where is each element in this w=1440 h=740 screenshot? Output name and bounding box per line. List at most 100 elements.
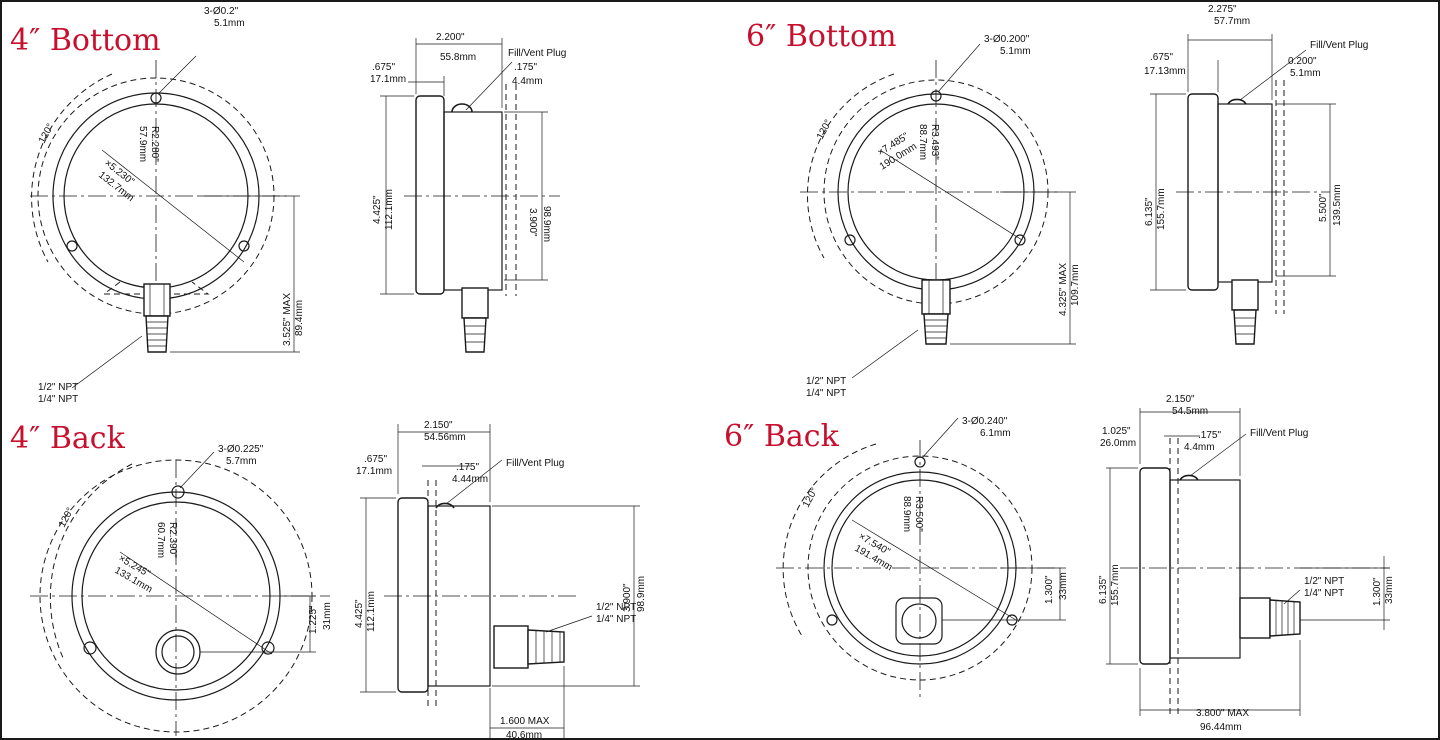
- title-4in-back: 4″ Back: [10, 421, 126, 456]
- angle-arc: [782, 443, 877, 637]
- plug-leader: [465, 61, 513, 111]
- mount-hole-left: [66, 240, 78, 252]
- 6in-back-side-view: 2.150" 54.5mm 1.025" 26.0mm Fill/Vent Pl…: [1098, 394, 1395, 733]
- fill-plug-label: Fill/Vent Plug: [1250, 428, 1308, 439]
- depth-mm: 54.56mm: [424, 432, 466, 443]
- depth: 2.200": [436, 32, 465, 43]
- back-socket-thread: [1269, 599, 1301, 637]
- plug-size: .175": [514, 62, 537, 73]
- bezel: .675": [1150, 52, 1173, 63]
- npt-leader: [71, 335, 143, 389]
- radius: R2.390": [167, 522, 178, 558]
- case-height: 5.500": [1318, 193, 1329, 222]
- mount-hole-top: [171, 485, 185, 499]
- max-depth-mm: 40.6mm: [506, 730, 542, 740]
- offset: 1.300": [1372, 577, 1383, 606]
- angle-arc: [806, 73, 895, 259]
- plug-size-mm: 4.4mm: [1184, 442, 1215, 453]
- holes-leader: [157, 55, 197, 95]
- bezel-mm: 17.1mm: [356, 466, 392, 477]
- fill-plug-label: Fill/Vent Plug: [1310, 40, 1368, 51]
- fill-plug-label: Fill/Vent Plug: [508, 48, 566, 59]
- height: 4.325" MAX: [1058, 263, 1069, 316]
- plug-size: .175": [1198, 430, 1221, 441]
- plug-size-mm: 4.44mm: [452, 474, 488, 485]
- 6in-bottom-front-view: 3-Ø0.200" 5.1mm R3.493" 88.7mm ×7.485" 1…: [800, 34, 1081, 399]
- max-depth-mm: 96.44mm: [1200, 722, 1242, 733]
- socket-hex: [143, 283, 171, 317]
- plug-size: 0.200": [1288, 56, 1317, 67]
- case-height: 3.900": [622, 583, 633, 612]
- mount-hole-right: [261, 641, 275, 655]
- bezel-mm: 17.13mm: [1144, 66, 1186, 77]
- overall-mm: 155.7mm: [1156, 188, 1167, 230]
- fill-plug: [1179, 474, 1199, 481]
- 4in-back-side-view: 2.150" 54.56mm .675" 17.1mm Fill/Vent Pl…: [354, 420, 647, 740]
- fill-plug: [1227, 98, 1247, 105]
- holes-dia: 3-Ø0.2": [204, 6, 239, 17]
- holes-dia: 3-Ø0.240": [962, 416, 1008, 427]
- npt-2: 1/4" NPT: [806, 388, 846, 399]
- bezel: .675": [372, 62, 395, 73]
- radius-mm: 88.7mm: [917, 124, 928, 160]
- socket-thread: [923, 313, 949, 345]
- radius: R2.280": [149, 126, 160, 162]
- bezel-mm: 26.0mm: [1100, 438, 1136, 449]
- plug-size: .175": [456, 462, 479, 473]
- offset: 1.225": [308, 605, 319, 634]
- depth-mm: 54.5mm: [1172, 406, 1208, 417]
- overall-mm: 112.1mm: [384, 189, 395, 230]
- holes-dia: 3-Ø0.200": [984, 34, 1030, 45]
- dia-leader: [101, 149, 245, 263]
- back-socket-hex: [1239, 597, 1271, 639]
- plug-size-mm: 5.1mm: [1290, 68, 1321, 79]
- back-socket-hex: [493, 625, 529, 669]
- case-height-mm: 139.5mm: [1332, 184, 1343, 226]
- plug-size-mm: 4.4mm: [512, 76, 543, 87]
- radius-mm: 60.7mm: [155, 522, 166, 558]
- bezel: [397, 497, 429, 693]
- angle-arc: [49, 463, 133, 661]
- mount-hole-right: [238, 240, 250, 252]
- back-connection-inner: [161, 635, 195, 669]
- mount-hole-right: [1014, 234, 1026, 246]
- radius: R3.500": [913, 496, 924, 532]
- holes-dia-mm: 6.1mm: [980, 428, 1011, 439]
- fill-plug-label: Fill/Vent Plug: [506, 458, 564, 469]
- bezel: .675": [364, 454, 387, 465]
- back-connection-outer: [895, 597, 943, 645]
- npt-2: 1/4" NPT: [596, 614, 636, 625]
- offset: 1.300": [1044, 575, 1055, 604]
- mount-hole-left: [826, 614, 838, 626]
- back-socket-thread: [527, 629, 565, 665]
- npt-1: 1/2" NPT: [596, 602, 636, 613]
- npt-1: 1/2" NPT: [1304, 576, 1344, 587]
- depth: 2.275": [1208, 4, 1237, 15]
- overall-mm: 155.7mm: [1110, 564, 1121, 606]
- view-6in-bottom: 6″ Bottom 3-Ø0.200" 5.1mm R3.493" 88.7mm: [746, 4, 1368, 399]
- title-6in-back: 6″ Back: [724, 419, 840, 454]
- radius-mm: 88.9mm: [901, 496, 912, 532]
- height-mm: 89.4mm: [294, 300, 305, 336]
- npt-2: 1/4" NPT: [38, 394, 78, 405]
- view-4in-bottom: 4″ Bottom 3-Ø0.2" 5.1mm: [10, 6, 566, 405]
- npt-1: 1/2" NPT: [806, 376, 846, 387]
- max-depth: 3.800" MAX: [1196, 708, 1249, 719]
- mount-hole-left: [83, 641, 97, 655]
- holes-dia-mm: 5.7mm: [226, 456, 257, 467]
- holes-dia-mm: 5.1mm: [1000, 46, 1031, 57]
- height-mm: 109.7mm: [1070, 264, 1081, 306]
- back-connection-inner: [901, 603, 937, 639]
- depth-mm: 57.7mm: [1214, 16, 1250, 27]
- angle-arc: [31, 73, 113, 263]
- 4in-bottom-side-view: 2.200" 55.8mm .675" 17.1mm Fill/Vent Plu…: [370, 32, 566, 353]
- mount-hole-top: [150, 92, 162, 104]
- depth: 2.150": [424, 420, 453, 431]
- offset-mm: 33mm: [1058, 572, 1069, 600]
- max-depth: 1.600 MAX: [500, 716, 550, 727]
- title-6in-bottom: 6″ Bottom: [746, 19, 897, 54]
- holes-dia-mm: 5.1mm: [214, 18, 245, 29]
- radius: R3.493": [929, 124, 940, 160]
